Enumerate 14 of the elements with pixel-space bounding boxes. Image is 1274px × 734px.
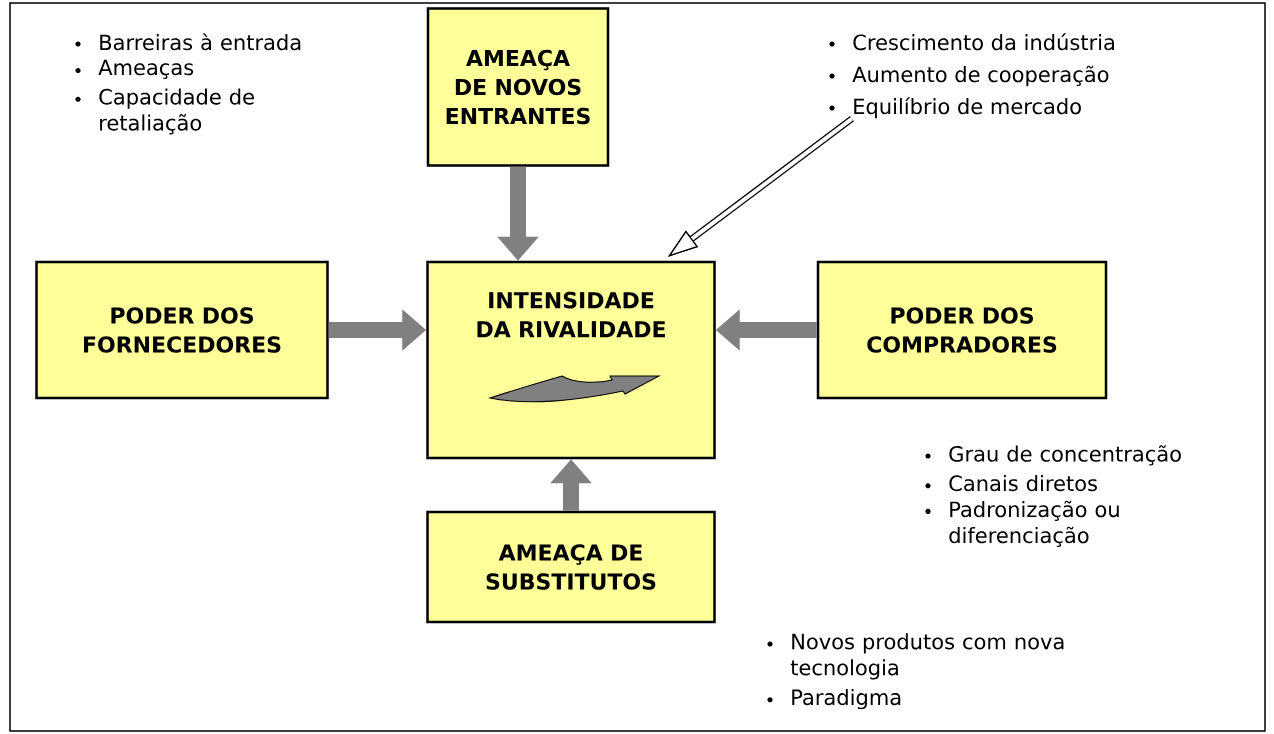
force-box: PODER DOS COMPRADORES — [816, 260, 1108, 400]
list-item: Canais diretos — [949, 475, 1097, 492]
force-box: AMEAÇA DE SUBSTITUTOS — [426, 510, 716, 624]
list-item: Padronização ou diferenciação — [949, 500, 1119, 547]
force-box: PODER DOS FORNECEDORES — [35, 260, 329, 400]
list-item: Barreiras à entrada — [100, 33, 301, 51]
list-item: Ameaças — [98, 59, 194, 80]
force-box: AMEAÇA DE NOVOS ENTRANTES — [426, 7, 610, 167]
list-item: Capacidade de retaliação — [99, 88, 254, 135]
bullet-list: Crescimento da indústria Aumento de cooperação Equilíbrio de mercado — [852, 33, 1114, 119]
list-item: Paradigma — [792, 688, 901, 710]
list-item: Grau de concentração — [949, 445, 1181, 466]
force-box: INTENSIDADE DA RIVALIDADE — [426, 260, 716, 460]
list-item: Novos produtos com nova tecnologia — [790, 633, 1064, 680]
